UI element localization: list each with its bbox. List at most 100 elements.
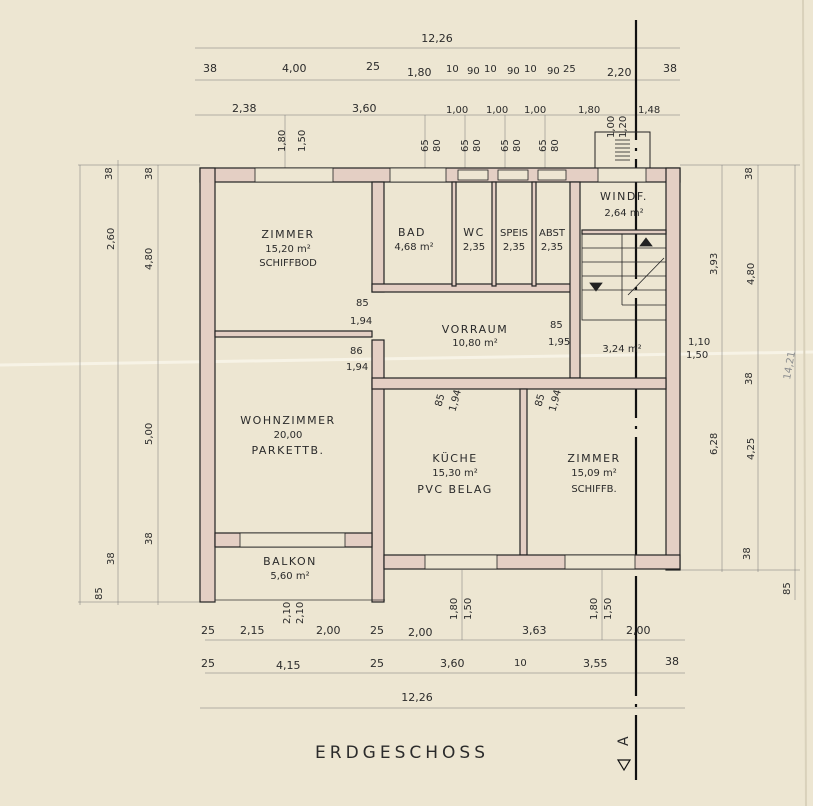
dimension-label: 65 bbox=[538, 139, 549, 152]
room-bad: BAD 4,68 m² bbox=[394, 226, 433, 253]
room-abst: ABST 2,35 bbox=[539, 228, 566, 253]
dimension-label: 3,93 bbox=[709, 253, 720, 275]
room-name: ABST bbox=[539, 228, 566, 239]
room-floor: SCHIFFBOD bbox=[259, 258, 317, 269]
dimension-label: 1,00 bbox=[486, 105, 508, 116]
dim-bottom-windows: 1,80 1,50 1,80 1,50 2,10 2,10 bbox=[282, 598, 614, 624]
dim-top-total: 12,26 bbox=[421, 32, 453, 45]
room-windfang: WINDF. 2,64 m² bbox=[600, 190, 648, 219]
windows bbox=[239, 167, 647, 570]
dimension-label: 38 bbox=[144, 532, 155, 545]
dimension-label: 1,20 bbox=[618, 116, 629, 138]
dimension-label: 3,63 bbox=[522, 624, 547, 637]
room-area: 2,35 bbox=[503, 242, 525, 253]
room-name: VORRAUM bbox=[442, 323, 508, 336]
dimension-label: 80 bbox=[432, 139, 443, 152]
dimension-label: 38 bbox=[663, 62, 677, 75]
dimension-label: 10 bbox=[514, 658, 527, 669]
plan-title: ERDGESCHOSS bbox=[315, 743, 489, 763]
dimension-label: 25 bbox=[370, 624, 384, 637]
dimension-label: 5,00 bbox=[144, 423, 155, 445]
dimension-label: 2,00 bbox=[626, 624, 651, 637]
section-marker-label: A bbox=[616, 736, 632, 746]
dim-right: 38 3,93 4,80 1,10 1,50 38 6,28 4,25 38 8… bbox=[686, 167, 798, 595]
dimension-label: 1,48 bbox=[638, 105, 660, 116]
room-area: 2,35 bbox=[541, 242, 563, 253]
dimension-label: 25 bbox=[201, 624, 215, 637]
dimension-label: 4,00 bbox=[282, 62, 307, 75]
room-name: ZIMMER bbox=[567, 452, 620, 465]
dimension-label: 10 bbox=[524, 64, 537, 75]
stair-area: 3,24 m² bbox=[602, 344, 641, 355]
dimension-label: 1,50 bbox=[603, 598, 614, 620]
section-marker: A bbox=[616, 736, 632, 772]
room-name: WC bbox=[463, 226, 485, 239]
dimension-label: 38 bbox=[144, 167, 155, 180]
dimension-label: 85 bbox=[550, 320, 563, 331]
dimension-label: 3,60 bbox=[440, 657, 465, 670]
dimension-label: 38 bbox=[742, 547, 753, 560]
dimension-label: 2,10 bbox=[282, 602, 293, 624]
dimension-label: 2,60 bbox=[106, 228, 117, 250]
dimension-label: 1,50 bbox=[297, 130, 308, 152]
dimension-label: 86 bbox=[350, 346, 363, 357]
dimension-label: 80 bbox=[512, 139, 523, 152]
dimension-label: 1,95 bbox=[548, 337, 570, 348]
room-floor: PARKETTB. bbox=[251, 444, 324, 457]
dimension-label: 1,00 bbox=[606, 116, 617, 138]
dimension-label: 4,25 bbox=[746, 438, 757, 460]
dimension-label: 38 bbox=[106, 552, 117, 565]
dimension-label: 1,80 bbox=[578, 105, 600, 116]
dimension-label: 1,94 bbox=[346, 362, 368, 373]
room-area: 2,35 bbox=[463, 242, 485, 253]
room-vorraum: VORRAUM 10,80 m² bbox=[442, 323, 508, 349]
dimension-label: 1,80 bbox=[407, 66, 432, 79]
room-area: 15,30 m² bbox=[432, 468, 478, 479]
dimension-label: 38 bbox=[744, 167, 755, 180]
room-wc: WC 2,35 bbox=[463, 226, 485, 253]
dimension-label: 90 bbox=[467, 66, 480, 77]
dimension-label: 38 bbox=[104, 167, 115, 180]
room-area: 20,00 bbox=[274, 430, 303, 441]
dimension-label: 1,94 bbox=[350, 316, 372, 327]
dimension-lines bbox=[78, 47, 800, 709]
paper-edge bbox=[802, 0, 807, 806]
dimension-label: 65 bbox=[460, 139, 471, 152]
dim-top-row-1: 38 4,00 25 1,80 10 90 10 90 10 90 25 2,2… bbox=[203, 60, 677, 79]
entrance-stoop bbox=[594, 131, 651, 169]
dimension-label: 4,80 bbox=[746, 263, 757, 285]
dimension-label: 90 bbox=[547, 66, 560, 77]
dimension-label: 10 bbox=[446, 64, 459, 75]
dimension-label: 65 bbox=[420, 139, 431, 152]
room-speis: SPEIS 2,35 bbox=[500, 228, 528, 253]
dimension-label: 1,80 bbox=[589, 598, 600, 620]
room-area: 15,09 m² bbox=[571, 468, 617, 479]
room-area: 10,80 m² bbox=[452, 338, 498, 349]
dimension-label: 25 bbox=[366, 60, 380, 73]
room-area: 15,20 m² bbox=[265, 244, 311, 255]
dimension-label: 4,15 bbox=[276, 659, 301, 672]
dim-bottom-row-2: 25 4,15 25 3,60 10 3,55 38 bbox=[201, 655, 679, 672]
dimension-label: 1,00 bbox=[524, 105, 546, 116]
dimension-label: 85 bbox=[356, 298, 369, 309]
dimension-label: 1,00 bbox=[446, 105, 468, 116]
dimension-label: 25 bbox=[201, 657, 215, 670]
staircase bbox=[581, 233, 667, 321]
room-area: 5,60 m² bbox=[270, 571, 309, 582]
room-floor: SCHIFFB. bbox=[571, 484, 616, 495]
dim-top-row-2: 2,38 3,60 1,00 1,00 1,00 1,80 1,48 bbox=[232, 102, 660, 116]
dimension-label: 4,80 bbox=[144, 248, 155, 270]
dimension-label: 1,50 bbox=[686, 350, 708, 361]
dimension-label: 65 bbox=[500, 139, 511, 152]
room-area: 2,64 m² bbox=[604, 208, 643, 219]
dimension-label: 14,21 bbox=[782, 350, 798, 380]
dimension-label: 10 bbox=[484, 64, 497, 75]
room-name: SPEIS bbox=[500, 228, 528, 239]
room-name: WINDF. bbox=[600, 190, 648, 203]
dimension-label: 6,28 bbox=[709, 433, 720, 455]
dimension-label: 38 bbox=[665, 655, 679, 668]
room-floor: PVC BELAG bbox=[417, 483, 493, 496]
dim-top-windows: 1,80 1,50 65 80 65 80 65 80 65 80 1,00 1… bbox=[277, 116, 629, 152]
